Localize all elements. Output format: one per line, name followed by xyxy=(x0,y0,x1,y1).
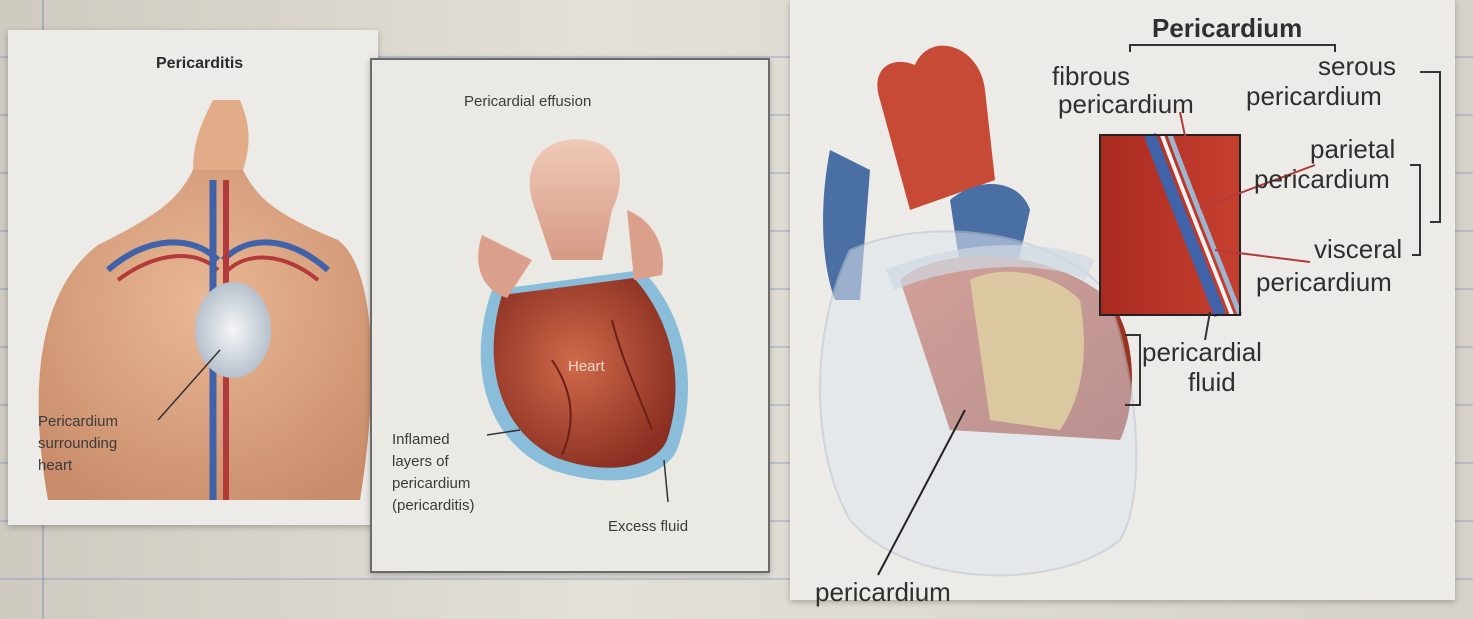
pericardium-header: Pericardium xyxy=(1152,14,1302,42)
fibrous-label-line1: fibrous xyxy=(1052,62,1130,90)
excess-fluid-label: Excess fluid xyxy=(608,517,688,537)
pericarditis-panel: Pericarditis Pericardium surrounding hea… xyxy=(8,30,378,525)
inflamed-label-line4: (pericarditis) xyxy=(392,496,475,516)
pericardium-bottom-label: pericardium xyxy=(815,578,951,606)
effusion-title: Pericardial effusion xyxy=(464,92,591,112)
inflamed-label-line1: Inflamed xyxy=(392,430,450,450)
serous-label-line1: serous xyxy=(1318,52,1396,80)
parietal-label-line2: pericardium xyxy=(1254,165,1390,193)
fluid-label-line1: pericardial xyxy=(1142,338,1262,366)
visceral-label-line2: pericardium xyxy=(1256,268,1392,296)
serous-label-line2: pericardium xyxy=(1246,82,1382,110)
visceral-label-line1: visceral xyxy=(1314,235,1402,263)
pericardial-effusion-panel: Pericardial effusion Heart Inflamed laye… xyxy=(370,58,770,573)
pericardium-callout-line1: Pericardium xyxy=(38,412,118,432)
inflamed-label-line3: pericardium xyxy=(392,474,470,494)
fibrous-label-line2: pericardium xyxy=(1058,90,1194,118)
pericardium-callout-line2: surrounding xyxy=(38,434,117,454)
pericardium-callout-line3: heart xyxy=(38,456,72,476)
pericardium-anatomy-panel: pericardium Pericardium fibrous pericard… xyxy=(790,0,1455,600)
fluid-label-line2: fluid xyxy=(1188,368,1236,396)
parietal-label-line1: parietal xyxy=(1310,135,1395,163)
inflamed-label-line2: layers of xyxy=(392,452,449,472)
heart-label: Heart xyxy=(568,357,605,377)
effusion-heart-illustration xyxy=(372,60,768,571)
pericarditis-title: Pericarditis xyxy=(156,54,243,74)
